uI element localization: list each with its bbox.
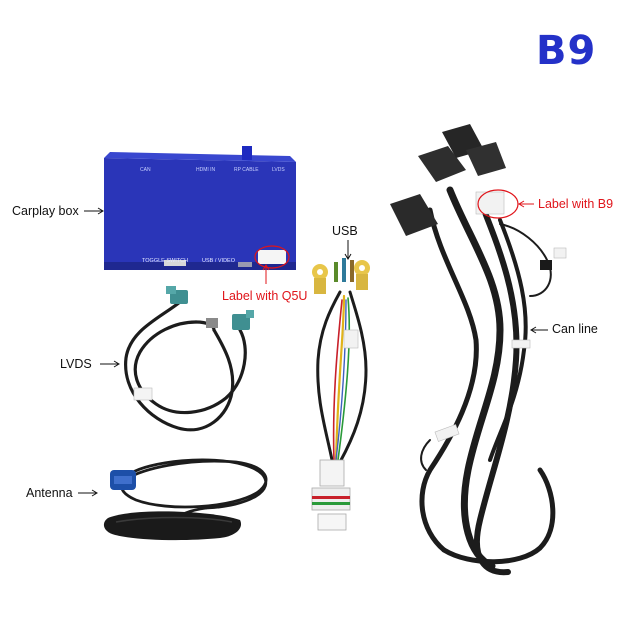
can-line-harness xyxy=(419,186,556,576)
lvds-tag xyxy=(133,387,153,401)
q5u-highlight-circle xyxy=(254,245,290,269)
label-q5u-annotation: Label with Q5U xyxy=(222,289,308,303)
box-print-usb: USB / VIDEO xyxy=(202,258,236,264)
box-print-lvds: LVDS xyxy=(272,167,285,173)
box-label-sticker xyxy=(258,250,286,264)
b9-highlight-circle xyxy=(477,189,519,219)
can-line-b9-tag xyxy=(475,191,505,215)
can-line-label: Can line xyxy=(552,322,598,336)
box-print-toggle: TOGGLE SWITCH xyxy=(142,258,188,264)
product-code-title: B9 xyxy=(536,28,597,74)
box-print-can: CAN xyxy=(140,167,151,173)
box-print-hdmi: HDMI IN xyxy=(196,167,216,173)
label-b9-annotation: Label with B9 xyxy=(538,197,614,211)
carplay-box-label: Carplay box xyxy=(12,204,79,218)
usb-tag xyxy=(343,329,359,349)
antenna-label: Antenna xyxy=(26,486,73,500)
antenna-port xyxy=(242,146,252,160)
usb-cable xyxy=(316,290,368,464)
can-line-connectors xyxy=(390,124,567,442)
lvds-cable xyxy=(124,300,247,432)
box-print-rp: RP CABLE xyxy=(234,167,259,173)
antenna-parts xyxy=(103,470,242,541)
lvds-label: LVDS xyxy=(60,357,92,371)
lvds-connectors xyxy=(133,286,254,401)
carplay-box: CAN HDMI IN RP CABLE LVDS TOGGLE SWITCH … xyxy=(104,146,296,270)
usb-label: USB xyxy=(332,224,358,238)
annotation-arrows xyxy=(78,200,548,497)
usb-connectors xyxy=(311,258,370,531)
